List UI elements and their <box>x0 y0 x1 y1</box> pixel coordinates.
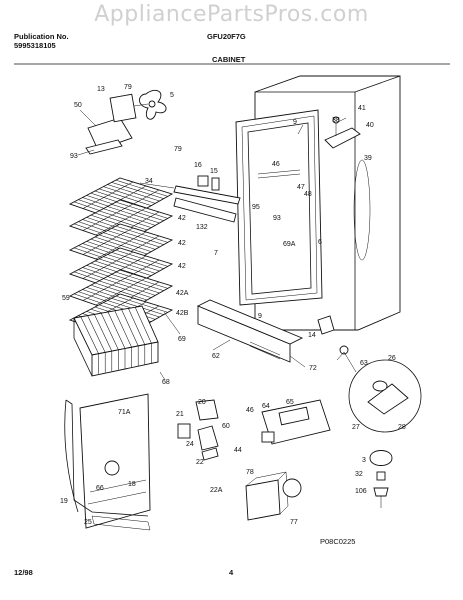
callout-40: 40 <box>366 122 374 129</box>
callout-22a: 22A <box>210 487 223 494</box>
callout-78: 78 <box>246 469 254 476</box>
callout-34: 34 <box>145 178 153 185</box>
leader-lines <box>77 109 347 381</box>
footer-date: 12/98 <box>14 568 33 577</box>
callout-42a: 42 <box>178 215 186 222</box>
callout-66: 66 <box>96 485 104 492</box>
toe-grille <box>196 299 304 363</box>
callout-26: 26 <box>388 355 396 362</box>
callout-38: 38 <box>332 117 340 124</box>
callout-15: 15 <box>210 168 218 175</box>
callout-labels: 13 79 5 50 79 93 16 15 34 9 41 38 40 39 … <box>60 84 406 526</box>
callout-25: 25 <box>84 519 92 526</box>
door-frame <box>235 109 323 306</box>
callout-48: 48 <box>304 191 312 198</box>
callout-44: 44 <box>234 447 242 454</box>
callout-42e: 42B <box>176 310 189 317</box>
callout-20: 20 <box>198 399 206 406</box>
callout-42b: 42 <box>178 240 186 247</box>
callout-6: 6 <box>318 239 322 246</box>
callout-18: 18 <box>128 481 136 488</box>
callout-47: 47 <box>297 184 305 191</box>
callout-59: 59 <box>62 295 70 302</box>
light-socket-parts <box>173 175 241 223</box>
callout-21: 21 <box>176 411 184 418</box>
callout-24: 24 <box>186 441 194 448</box>
fan-motor-assembly <box>85 89 167 155</box>
callout-71a: 71A <box>118 409 131 416</box>
wire-basket <box>73 305 159 377</box>
model-number: GFU20F7G <box>207 32 246 41</box>
callout-13: 13 <box>97 86 105 93</box>
callout-132: 132 <box>196 224 208 231</box>
footer-page-number: 4 <box>229 568 234 577</box>
callout-5: 5 <box>170 92 174 99</box>
wire-shelf <box>68 269 174 315</box>
callout-27: 27 <box>352 424 360 431</box>
leveling-leg <box>317 315 349 355</box>
drawing-code: P08C0225 <box>320 537 356 546</box>
callout-64: 64 <box>262 403 270 410</box>
callout-46b: 46 <box>246 407 254 414</box>
callout-65: 65 <box>286 399 294 406</box>
callout-7: 7 <box>214 250 218 257</box>
callout-22: 22 <box>196 459 204 466</box>
callout-62: 62 <box>212 353 220 360</box>
publication-label: Publication No. <box>14 32 69 41</box>
roller-detail <box>343 351 422 508</box>
top-hinge <box>324 116 361 149</box>
callout-79a: 79 <box>124 84 132 91</box>
back-panel-assembly <box>65 393 151 531</box>
callout-32: 32 <box>355 471 363 478</box>
callout-41: 41 <box>358 105 366 112</box>
callout-72: 72 <box>309 365 317 372</box>
callout-79b: 79 <box>174 146 182 153</box>
callout-28: 28 <box>398 424 406 431</box>
callout-69: 69 <box>178 336 186 343</box>
callout-14: 14 <box>308 332 316 339</box>
callout-93b: 93 <box>273 215 281 222</box>
callout-106: 106 <box>355 488 367 495</box>
callout-63: 63 <box>360 360 368 367</box>
callout-9a: 9 <box>293 119 297 126</box>
callout-69a: 69A <box>283 241 296 248</box>
callout-42d: 42A <box>176 290 189 297</box>
watermark: AppliancePartsPros.com <box>94 2 369 27</box>
callout-77: 77 <box>290 519 298 526</box>
relay-box <box>245 471 302 521</box>
callout-42c: 42 <box>178 263 186 270</box>
callout-46: 46 <box>272 161 280 168</box>
callout-68: 68 <box>162 379 170 386</box>
drain-tube <box>64 399 79 513</box>
section-title: CABINET <box>212 55 246 64</box>
control-bracket <box>261 399 331 445</box>
callout-9b: 9 <box>258 313 262 320</box>
callout-60: 60 <box>222 423 230 430</box>
callout-93: 93 <box>70 153 78 160</box>
publication-number: 5995318105 <box>14 41 56 50</box>
callout-39: 39 <box>364 155 372 162</box>
callout-16: 16 <box>194 162 202 169</box>
callout-19: 19 <box>60 498 68 505</box>
callout-95: 95 <box>252 204 260 211</box>
callout-3: 3 <box>362 457 366 464</box>
thermostat-parts <box>177 399 219 461</box>
callout-50: 50 <box>74 102 82 109</box>
